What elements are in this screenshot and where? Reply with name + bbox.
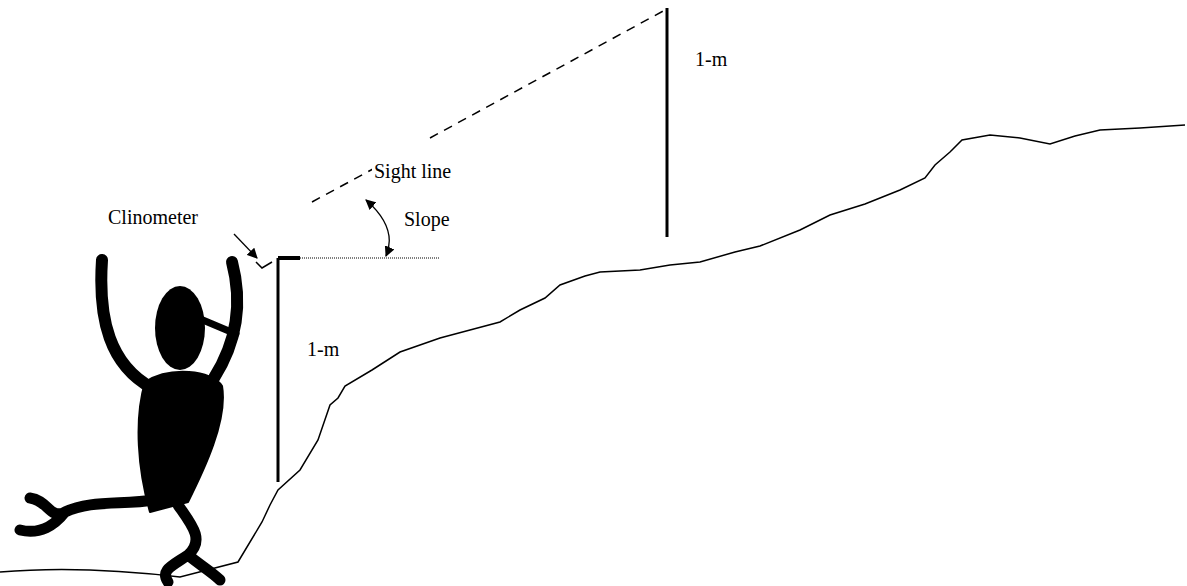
callout-label: Clinometer	[106, 206, 200, 228]
dimension-label: 1-m	[305, 338, 341, 360]
measuring-pole	[277, 258, 280, 482]
stick-figure	[20, 260, 237, 582]
clinometer-symbol	[256, 262, 272, 268]
leader-arrow	[234, 234, 257, 258]
pole-top	[278, 256, 300, 260]
target-pole	[666, 8, 669, 237]
line-label: Sight line	[372, 160, 453, 182]
sight-line	[430, 10, 665, 138]
angle-arrow	[366, 200, 389, 256]
dimension-label: 1-m	[693, 48, 729, 70]
angle-label: Slope	[402, 208, 452, 230]
horizontal-line	[300, 258, 440, 259]
